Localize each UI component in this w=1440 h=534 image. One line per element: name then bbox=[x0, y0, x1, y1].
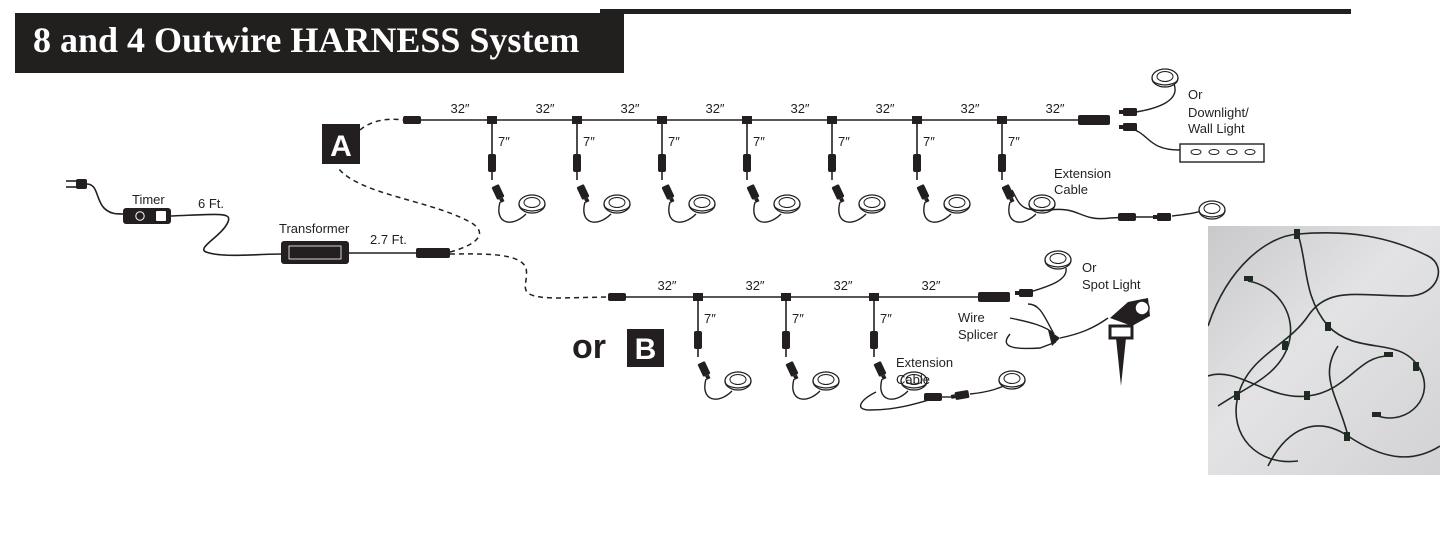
harness-b-drop-1 bbox=[693, 293, 752, 400]
top-rule bbox=[600, 9, 1351, 14]
wire-splicer-label-2: Splicer bbox=[958, 327, 998, 342]
harness-b-segment-label-4: 32″ bbox=[921, 278, 940, 293]
spot-fixture-b bbox=[1015, 250, 1072, 297]
harness-b-drop-2 bbox=[781, 293, 840, 400]
harness-a-segment-label-4: 32″ bbox=[705, 101, 724, 116]
extension-cable-b-label-1: Extension bbox=[896, 355, 953, 370]
harness-a-segment-label-6: 32″ bbox=[875, 101, 894, 116]
transformer-connector bbox=[416, 248, 450, 258]
two-seven-ft-label: 2.7 Ft. bbox=[370, 232, 407, 247]
harness-a-drop-3 bbox=[657, 116, 716, 223]
harness-a-drop-label-5: 7″ bbox=[838, 134, 850, 149]
spot-light-label: Spot Light bbox=[1082, 277, 1141, 292]
harness-a-segment-label-2: 32″ bbox=[535, 101, 554, 116]
option-b-badge: B bbox=[627, 329, 664, 367]
harness-a-drop-5 bbox=[827, 116, 886, 223]
transformer-label: Transformer bbox=[279, 221, 350, 236]
harness-a-drop-7 bbox=[997, 116, 1056, 223]
or-spot-label: Or bbox=[1082, 260, 1097, 275]
timer-label: Timer bbox=[132, 192, 165, 207]
page-title: 8 and 4 Outwire HARNESS System bbox=[33, 20, 580, 60]
wire-splicer-label-1: Wire bbox=[958, 310, 985, 325]
harness-a-segment-label-7: 32″ bbox=[960, 101, 979, 116]
power-plug bbox=[66, 179, 87, 189]
harness-a-drop-6 bbox=[912, 116, 971, 223]
harness-b-drop-label-1: 7″ bbox=[704, 311, 716, 326]
harness-a-drop-label-2: 7″ bbox=[583, 134, 595, 149]
downlight-label: Downlight/ bbox=[1188, 105, 1249, 120]
harness-b-segment-label-2: 32″ bbox=[745, 278, 764, 293]
harness-b-segment-label-3: 32″ bbox=[833, 278, 852, 293]
harness-a-drop-label-1: 7″ bbox=[498, 134, 510, 149]
wire-splicer bbox=[1005, 303, 1109, 350]
harness-b-segment-label-1: 32″ bbox=[657, 278, 676, 293]
extension-cable-b-label-2: Cable bbox=[896, 372, 930, 387]
or-label: or bbox=[572, 328, 606, 366]
harness-a-drop-label-7: 7″ bbox=[1008, 134, 1020, 149]
harness-a: 7″ 7″ 7″ 7″ 7″ 7″ 7″ 32″ 32″ 32″ 32″ 32″ 32″ 32″ 32″ bbox=[403, 101, 1110, 223]
transformer-device bbox=[281, 241, 349, 264]
svg-text:A: A bbox=[330, 130, 352, 163]
timer-device bbox=[123, 208, 171, 224]
wall-light-fixture bbox=[1119, 123, 1265, 163]
harness-a-segment-label-8: 32″ bbox=[1045, 101, 1064, 116]
harness-a-segment-label-3: 32″ bbox=[620, 101, 639, 116]
wall-light-label: Wall Light bbox=[1188, 121, 1245, 136]
six-ft-label: 6 Ft. bbox=[198, 196, 224, 211]
harness-a-drop-1 bbox=[487, 116, 546, 223]
harness-b: 7″ 7″ 7″ 32″ 32″ 32″ 32″ bbox=[608, 278, 1010, 400]
harness-a-drop-label-4: 7″ bbox=[753, 134, 765, 149]
harness-a-drop-label-3: 7″ bbox=[668, 134, 680, 149]
harness-a-drop-label-6: 7″ bbox=[923, 134, 935, 149]
harness-b-drop-3 bbox=[869, 293, 928, 400]
extension-cable-a-label-1: Extension bbox=[1054, 166, 1111, 181]
harness-a-drop-4 bbox=[742, 116, 801, 223]
harness-photo bbox=[1208, 226, 1440, 475]
harness-b-drop-label-3: 7″ bbox=[880, 311, 892, 326]
harness-b-drop-label-2: 7″ bbox=[792, 311, 804, 326]
title-banner: 8 and 4 Outwire HARNESS System bbox=[15, 13, 624, 73]
harness-a-segment-label-5: 32″ bbox=[790, 101, 809, 116]
extension-cable-b bbox=[859, 370, 1026, 411]
svg-text:B: B bbox=[635, 333, 657, 366]
downlight-fixture-a bbox=[1119, 68, 1179, 116]
harness-photo-drawing bbox=[1208, 229, 1440, 467]
extension-cable-a-label-2: Cable bbox=[1054, 182, 1088, 197]
or-downlight-label: Or bbox=[1188, 87, 1203, 102]
extension-cable-a bbox=[1011, 189, 1226, 221]
harness-a-segment-label-1: 32″ bbox=[450, 101, 469, 116]
spot-light-stake bbox=[1108, 298, 1150, 386]
harness-a-drop-2 bbox=[572, 116, 631, 223]
option-a-badge: A bbox=[322, 124, 360, 164]
